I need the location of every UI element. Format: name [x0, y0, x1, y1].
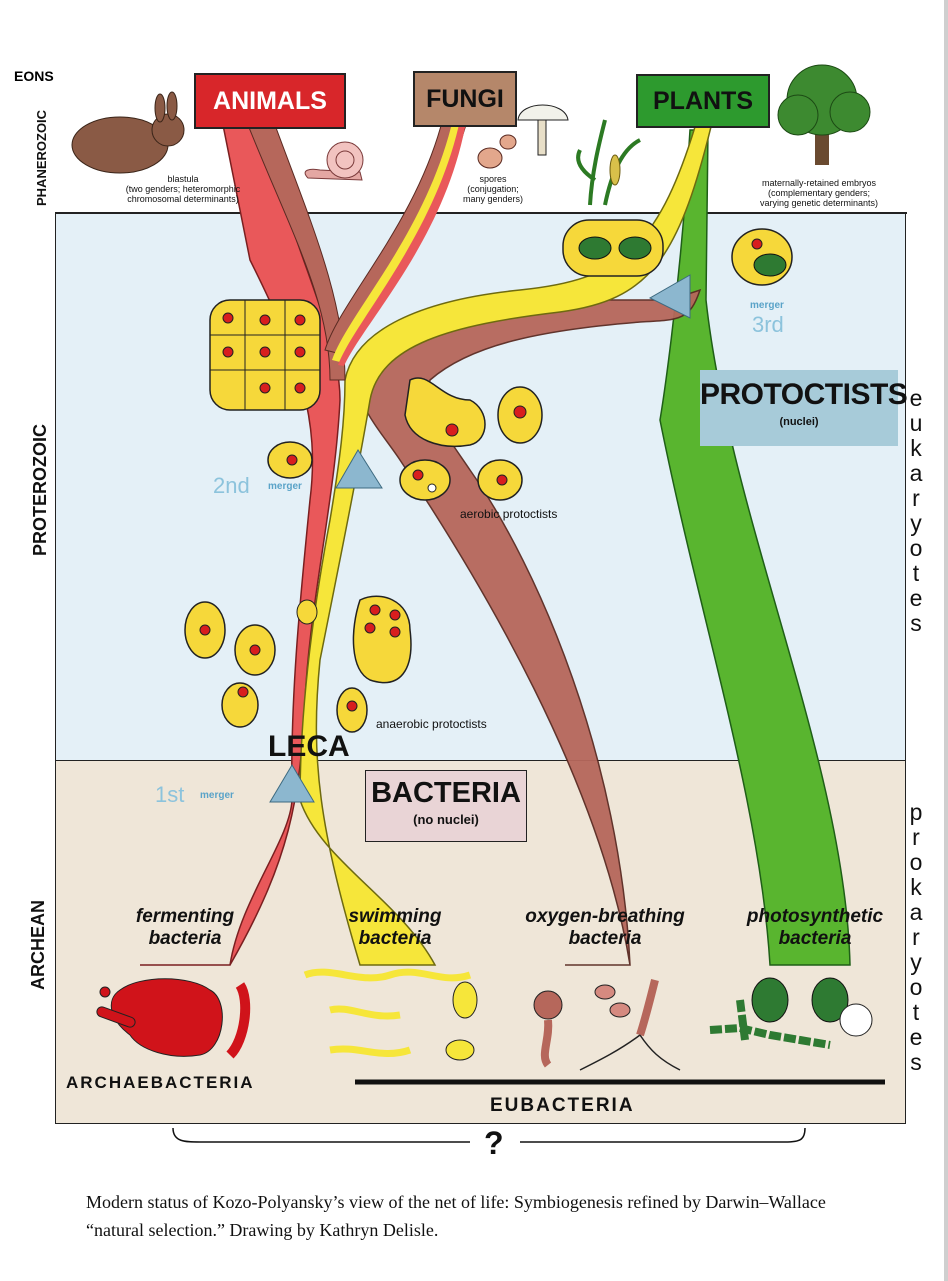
protoctists-box: PROTOCTISTS (nuclei): [700, 370, 908, 446]
anaerobic-cells: [184, 595, 412, 733]
merger-1-number: 1st: [155, 782, 185, 807]
merger-2-word: merger: [268, 481, 302, 492]
merger-1-triangle: [269, 764, 315, 803]
eubacteria-label: EUBACTERIA: [490, 1095, 635, 1116]
archaebacteria-illustration: [96, 978, 251, 1059]
merger-2-triangle: [335, 449, 383, 489]
merger-3-word: merger: [750, 300, 784, 311]
protoctists-label: PROTOCTISTS: [700, 378, 908, 411]
maternal-note: maternally-retained embryos (complementa…: [759, 178, 879, 208]
red-lineage: [140, 84, 341, 966]
oxygen-bacteria-illustration: [533, 979, 681, 1071]
snail-illustration: [304, 141, 364, 181]
fungi-branch-yellow: [332, 110, 462, 362]
merger-2-number: 2nd: [213, 473, 250, 498]
merger-3-triangle: [648, 274, 691, 319]
fungi-label: FUNGI: [426, 84, 504, 113]
protoctists-sublabel: (nuclei): [779, 416, 819, 428]
leca-label: LECA: [268, 730, 350, 763]
merger-3-number: 3rd: [752, 312, 784, 337]
bacteria-box: BACTERIA (no nuclei): [365, 770, 527, 842]
bacteria-sublabel: (no nuclei): [413, 812, 479, 827]
archaebacteria-label: ARCHAEBACTERIA: [66, 1073, 255, 1092]
brown-lineage: [353, 288, 702, 966]
phanerozoic-divider: [55, 212, 907, 214]
bacteria-label: BACTERIA: [371, 777, 521, 809]
yellow-lineage: [299, 109, 716, 966]
corn-plant-illustration: [576, 119, 642, 206]
question-mark: ?: [484, 1125, 504, 1161]
prokaryotes-text: prokaryotes: [909, 799, 923, 1075]
fermenting-bacteria-label: fermenting bacteria: [135, 906, 235, 949]
spores-note: spores (conjugation; many genders): [462, 174, 524, 204]
aerobic-label: aerobic protoctists: [460, 507, 558, 521]
swimming-bacteria-label: swimming bacteria: [348, 906, 442, 949]
fungi-box: FUNGI: [413, 71, 517, 127]
eukaryotes-label: eukaryotes: [904, 386, 928, 636]
animals-label: ANIMALS: [213, 86, 327, 115]
photosynthetic-bacteria-label: photosynthetic bacteria: [746, 906, 884, 949]
rabbit-illustration: [71, 91, 185, 174]
figure-caption: Modern status of Kozo-Polyansky’s view o…: [86, 1192, 826, 1240]
aerobic-cells: [399, 377, 543, 501]
animals-box: ANIMALS: [194, 73, 346, 129]
multicellular-cells: [209, 299, 321, 479]
tree-illustration: [777, 64, 871, 165]
fungi-branch-red: [338, 110, 468, 366]
merger-1-word: merger: [200, 790, 234, 801]
algae-cells: [562, 219, 793, 286]
mushroom-illustration: [477, 104, 569, 169]
swimming-bacteria-illustration: [303, 968, 478, 1061]
photosynthetic-bacteria-illustration: [709, 977, 873, 1049]
bottom-brace: [172, 1127, 806, 1143]
anaerobic-label: anaerobic protoctists: [376, 717, 487, 731]
plants-box: PLANTS: [636, 74, 770, 128]
eukaryotes-text: eukaryotes: [909, 385, 923, 636]
eons-label: EONS: [14, 68, 54, 84]
plants-label: PLANTS: [653, 86, 753, 115]
oxygen-bacteria-label: oxygen-breathing bacteria: [525, 906, 685, 949]
green-lineage: [659, 129, 851, 966]
prokaryotes-label: prokaryotes: [904, 800, 928, 1075]
page-edge: [944, 0, 948, 1281]
blastula-note: blastula (two genders; heteromorphic chr…: [125, 174, 241, 204]
